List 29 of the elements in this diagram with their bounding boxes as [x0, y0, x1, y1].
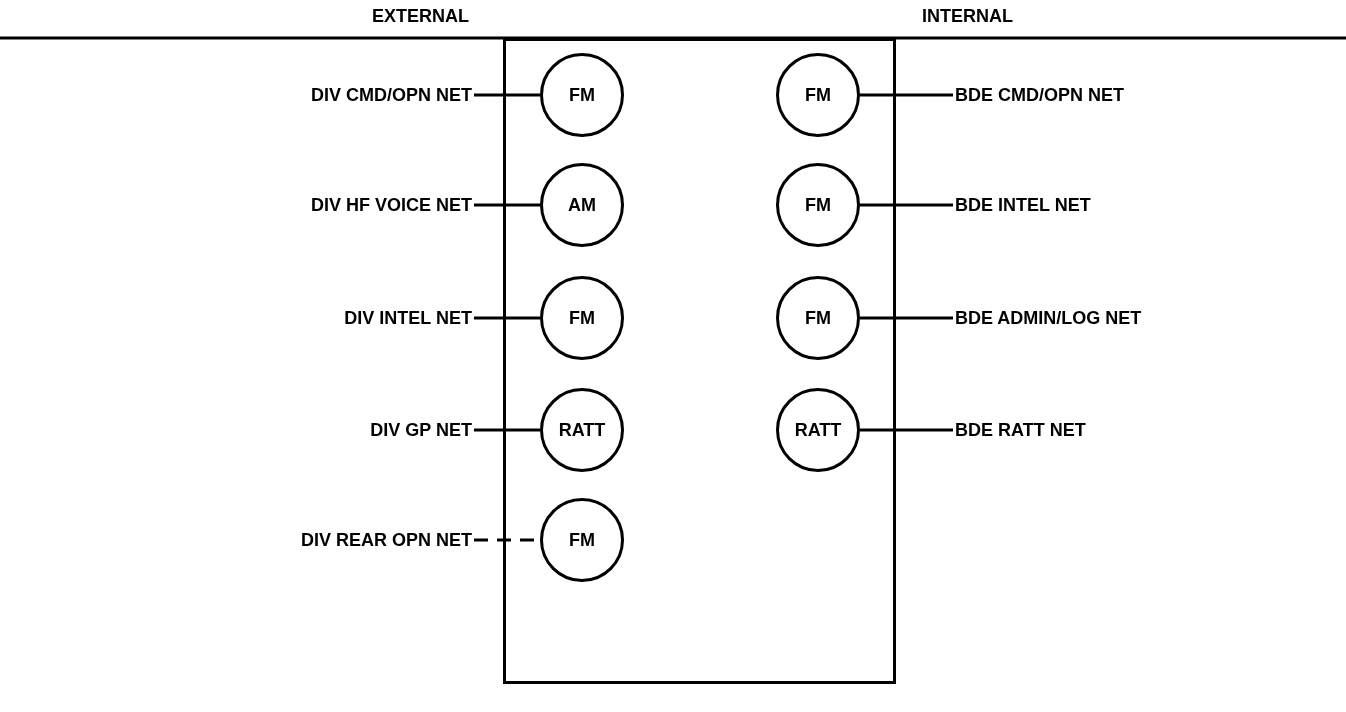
radio-circle: AM [540, 163, 624, 247]
radio-circle: FM [540, 276, 624, 360]
connector [474, 428, 540, 432]
radio-circle: FM [776, 53, 860, 137]
net-label: DIV GP NET [190, 418, 472, 442]
connector [474, 93, 540, 97]
radio-circle: FM [540, 53, 624, 137]
connector [860, 93, 953, 97]
radio-set-frame [503, 38, 896, 684]
net-label: DIV CMD/OPN NET [190, 83, 472, 107]
radio-circle: RATT [540, 388, 624, 472]
radio-circle: FM [540, 498, 624, 582]
net-label: BDE RATT NET [955, 418, 1255, 442]
net-label: DIV HF VOICE NET [190, 193, 472, 217]
connector [860, 316, 953, 320]
net-label: BDE ADMIN/LOG NET [955, 306, 1255, 330]
net-label: DIV INTEL NET [190, 306, 472, 330]
radio-circle: FM [776, 163, 860, 247]
column-heading: INTERNAL [922, 6, 1013, 27]
net-label: DIV REAR OPN NET [190, 528, 472, 552]
connector [860, 203, 953, 207]
radio-circle: RATT [776, 388, 860, 472]
radio-circle: FM [776, 276, 860, 360]
connector [474, 316, 540, 320]
connector [474, 203, 540, 207]
column-heading: EXTERNAL [372, 6, 469, 27]
net-label: BDE INTEL NET [955, 193, 1255, 217]
connector [860, 428, 953, 432]
net-label: BDE CMD/OPN NET [955, 83, 1255, 107]
